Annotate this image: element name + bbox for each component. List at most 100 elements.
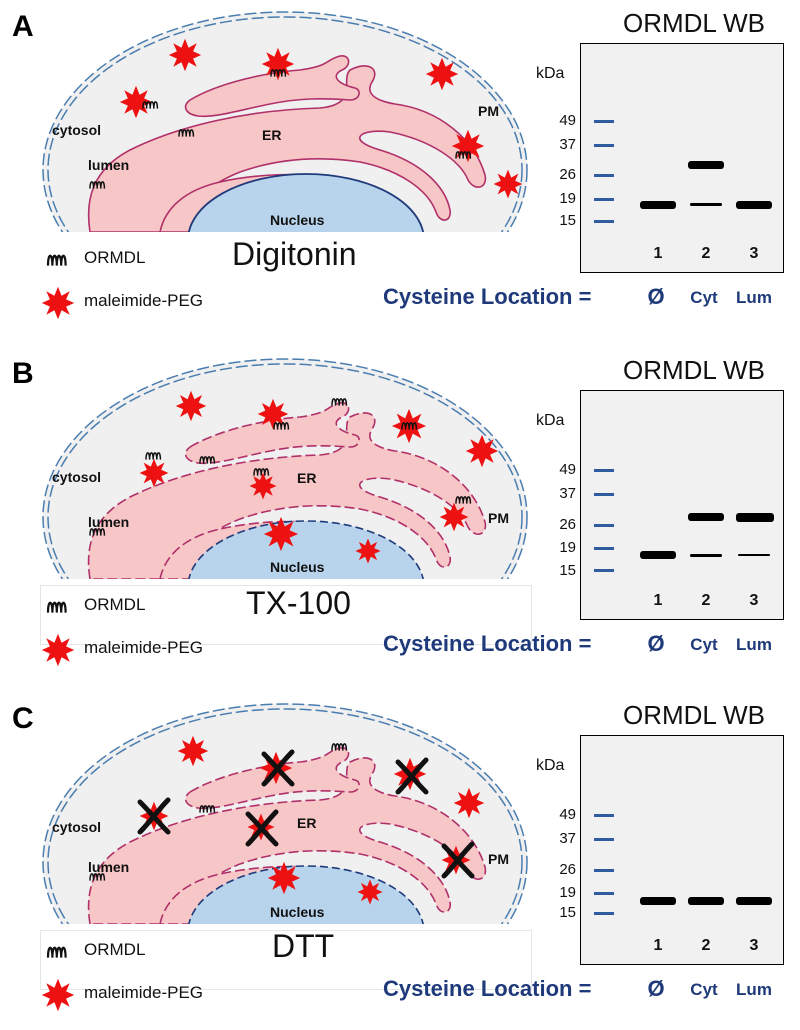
lane-label: 2 xyxy=(701,245,711,262)
legend-box xyxy=(40,930,532,990)
ladder-band xyxy=(594,198,614,201)
maleimide-peg-icon xyxy=(41,633,75,667)
mw-26: 26 xyxy=(559,166,576,183)
maleimide-peg-icon xyxy=(357,879,383,905)
ormdl-icon xyxy=(46,254,67,266)
blot-band xyxy=(690,554,722,557)
maleimide-peg-icon xyxy=(453,787,485,819)
mw-37: 37 xyxy=(559,830,576,847)
mw-37: 37 xyxy=(559,485,576,502)
cys-location-none: Ø xyxy=(647,631,665,656)
label-pm: PM xyxy=(488,851,509,867)
maleimide-peg-icon xyxy=(41,978,75,1012)
cys-location-lum: Lum xyxy=(736,288,772,307)
legend-ormdl-label: ORMDL xyxy=(84,595,146,614)
ladder-band xyxy=(594,869,614,872)
ladder-band xyxy=(594,892,614,895)
legend-ormdl-label: ORMDL xyxy=(84,940,146,959)
nucleus xyxy=(188,865,424,924)
mw-15: 15 xyxy=(559,212,576,229)
kda-label: kDa xyxy=(536,757,565,774)
cys-location-cyt: Cyt xyxy=(690,980,718,999)
blot-band xyxy=(736,513,774,522)
label-er: ER xyxy=(297,815,316,831)
cell-diagram: cytosol lumen ER PM Nucleus xyxy=(42,703,528,924)
lane-label: 3 xyxy=(749,245,759,262)
kda-label: kDa xyxy=(536,65,565,82)
maleimide-peg-icon xyxy=(41,286,75,320)
blot-band xyxy=(688,161,724,169)
label-nucleus: Nucleus xyxy=(270,212,325,228)
panel-letter: B xyxy=(12,357,34,390)
label-cytosol: cytosol xyxy=(52,819,101,835)
mw-19: 19 xyxy=(559,884,576,901)
er-shape xyxy=(87,412,487,579)
mw-49: 49 xyxy=(559,806,576,823)
cysteine-location-label: Cysteine Location = xyxy=(383,976,592,1001)
maleimide-peg-icon xyxy=(263,516,299,552)
label-lumen: lumen xyxy=(88,859,129,875)
ormdl-icon xyxy=(46,946,67,958)
cell-diagram: cytosol lumen ER PM Nucleus xyxy=(42,11,528,232)
legend-peg-label: maleimide-PEG xyxy=(84,983,204,1002)
ladder-band xyxy=(594,814,614,817)
maleimide-peg-icon xyxy=(267,861,301,895)
blot-title: ORMDL WB xyxy=(622,700,766,730)
lane-label: 3 xyxy=(749,592,759,609)
lane-label: 1 xyxy=(653,937,663,954)
blot-band xyxy=(690,203,722,206)
label-cytosol: cytosol xyxy=(52,122,101,138)
blot-band xyxy=(640,551,676,559)
lane-label: 1 xyxy=(653,592,663,609)
mw-37: 37 xyxy=(559,136,576,153)
blot-band xyxy=(736,897,772,905)
maleimide-peg-icon xyxy=(425,57,459,91)
blot-band xyxy=(640,201,676,209)
mw-15: 15 xyxy=(559,562,576,579)
blot-title: ORMDL WB xyxy=(622,355,766,385)
ladder-band xyxy=(594,524,614,527)
detergent-label: TX-100 xyxy=(246,585,351,621)
cys-location-none: Ø xyxy=(647,284,665,309)
ladder-band xyxy=(594,174,614,177)
panel-b: B xyxy=(0,347,800,685)
blot-title: ORMDL WB xyxy=(622,8,766,38)
maleimide-peg-icon xyxy=(439,502,469,532)
maleimide-peg-icon xyxy=(355,538,381,564)
legend-box xyxy=(40,585,532,645)
lane-label: 1 xyxy=(653,245,663,262)
panel-c: C xyxy=(0,692,800,1030)
label-nucleus: Nucleus xyxy=(270,559,325,575)
lane-label: 3 xyxy=(749,937,759,954)
label-lumen: lumen xyxy=(88,157,129,173)
western-blot xyxy=(580,43,784,273)
mw-49: 49 xyxy=(559,112,576,129)
panel-a: A xyxy=(0,0,800,338)
cys-location-cyt: Cyt xyxy=(690,635,718,654)
legend-ormdl-label: ORMDL xyxy=(84,248,146,267)
maleimide-peg-icon xyxy=(139,458,169,488)
detergent-label: Digitonin xyxy=(232,236,357,272)
label-er: ER xyxy=(297,470,316,486)
ladder-band xyxy=(594,547,614,550)
cys-location-cyt: Cyt xyxy=(690,288,718,307)
panel-letter: A xyxy=(12,10,34,43)
maleimide-peg-icon xyxy=(249,472,277,500)
legend-peg-label: maleimide-PEG xyxy=(84,291,204,310)
ladder-band xyxy=(594,469,614,472)
blot-band xyxy=(736,201,772,209)
label-lumen: lumen xyxy=(88,514,129,530)
label-nucleus: Nucleus xyxy=(270,904,325,920)
ladder-band xyxy=(594,912,614,915)
cysteine-location-label: Cysteine Location = xyxy=(383,284,592,309)
mw-26: 26 xyxy=(559,861,576,878)
maleimide-peg-icon xyxy=(493,169,523,199)
label-cytosol: cytosol xyxy=(52,469,101,485)
panel-letter: C xyxy=(12,702,34,735)
ladder-band xyxy=(594,144,614,147)
lane-label: 2 xyxy=(701,592,711,609)
mw-19: 19 xyxy=(559,190,576,207)
cys-location-lum: Lum xyxy=(736,980,772,999)
mw-26: 26 xyxy=(559,516,576,533)
lane-label: 2 xyxy=(701,937,711,954)
